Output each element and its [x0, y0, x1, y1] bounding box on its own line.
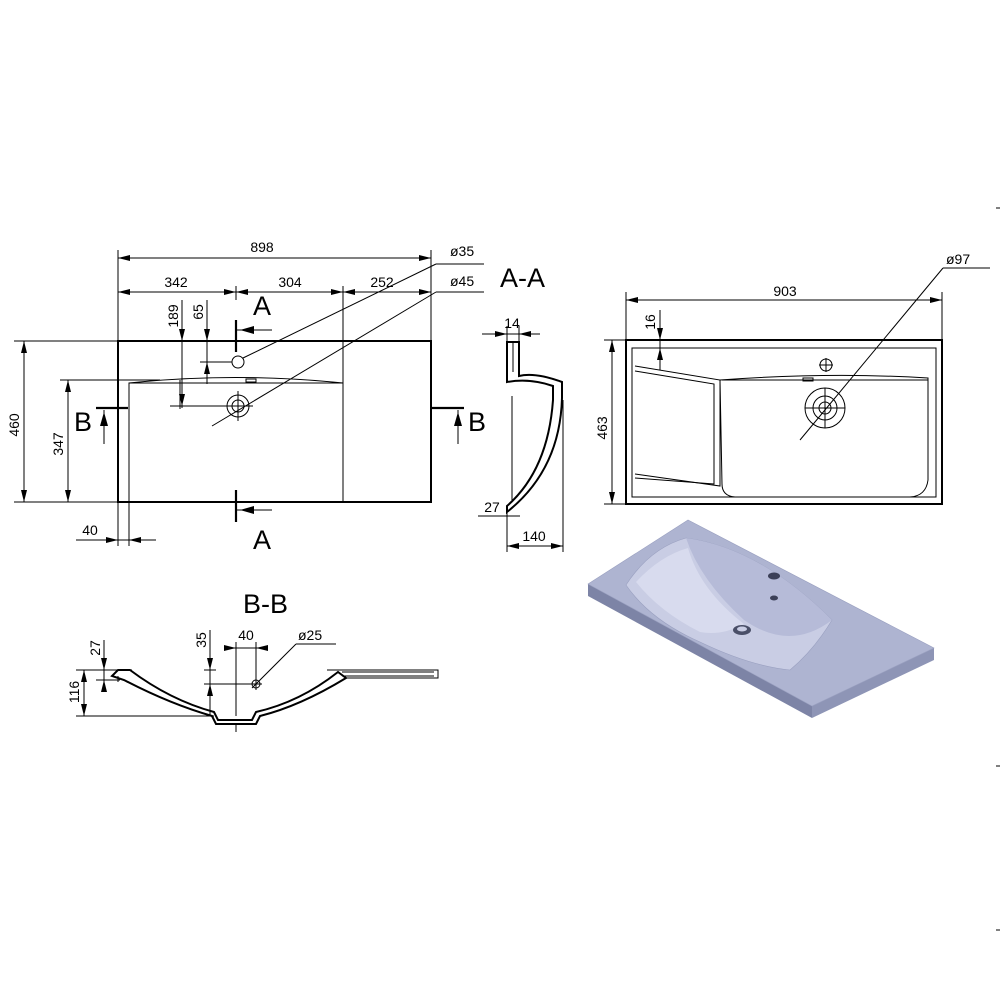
render-side-front: [588, 584, 812, 718]
bottom-view-bowl: [719, 374, 929, 498]
section-bb: B-B 27 116 35: [66, 589, 439, 732]
dim-bb-overflow: ø25: [298, 627, 322, 643]
section-a-label-top: A: [253, 291, 271, 321]
dim-bb-depth: 116: [66, 681, 82, 704]
bottom-view: 903 463 16 ø97: [594, 251, 990, 505]
dim-aa-top-thickness: 14: [504, 315, 520, 331]
dim-hole-small: ø35: [450, 243, 474, 259]
dim-overall-depth: 460: [6, 413, 22, 437]
section-aa: A-A 14 27 140: [478, 263, 564, 552]
top-view: 898 342 304 252 ø35 ø45 189 65 460 347 4…: [6, 239, 486, 555]
dim-bb-offset-h: 40: [238, 627, 254, 643]
bottom-view-outline: [625, 339, 943, 505]
dim-bottom-width: 903: [773, 283, 797, 299]
top-view-outline: [117, 340, 432, 503]
dim-aa-depth: 140: [522, 528, 546, 544]
render-tap-hole: [768, 572, 780, 580]
dim-bb-rim: 27: [87, 640, 103, 656]
dim-bb-offset-v: 35: [193, 632, 209, 648]
section-bb-profile: [110, 669, 348, 725]
dim-bottom-edge: 16: [642, 314, 658, 330]
section-b-label-right: B: [468, 407, 486, 437]
dim-bowl-depth: 347: [50, 432, 66, 456]
tap-hole: [231, 355, 245, 369]
dim-overall-width: 898: [250, 239, 274, 255]
dim-bottom-drain: ø97: [946, 251, 970, 267]
section-aa-title: A-A: [500, 263, 545, 293]
edge-marks: [996, 207, 1000, 931]
render-overflow: [770, 595, 778, 601]
dim-bottom-depth: 463: [594, 416, 610, 440]
dim-left-to-axis: 342: [164, 274, 188, 290]
section-aa-profile: [506, 341, 563, 515]
sink-render: [587, 519, 935, 718]
section-bb-title: B-B: [243, 589, 288, 619]
dim-hole-drain: ø45: [450, 273, 474, 289]
dim-aa-bottom: 27: [484, 499, 500, 515]
top-view-bowl: [128, 377, 344, 502]
dim-axis-to-tap: 65: [190, 304, 206, 320]
render-side-right: [812, 648, 934, 718]
dim-side-offset: 40: [82, 522, 98, 538]
dim-axis-to-drain: 189: [165, 304, 181, 328]
section-a-label-bottom: A: [253, 525, 271, 555]
section-b-label-left: B: [74, 407, 92, 437]
dim-shelf-width: 252: [370, 274, 394, 290]
dim-axis-to-bowl: 304: [278, 274, 302, 290]
